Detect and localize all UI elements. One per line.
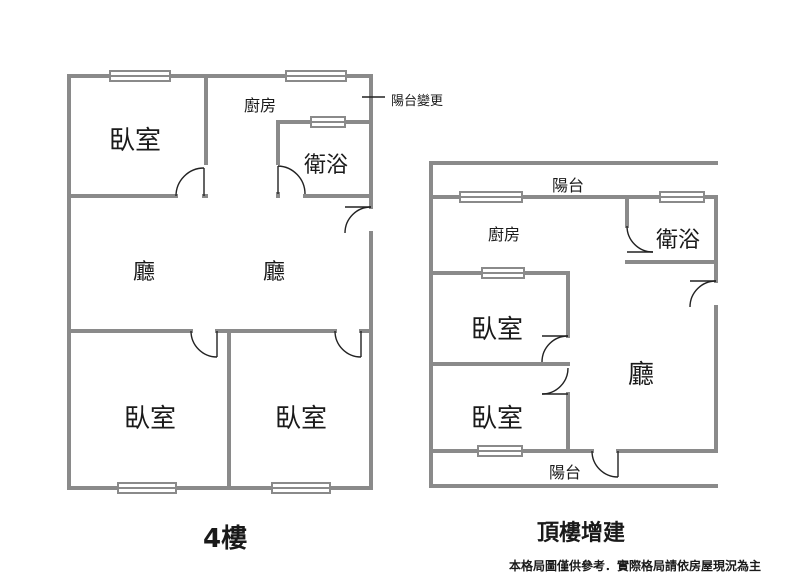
floor4-kitchen-label: 廚房 [244,96,277,115]
rooftop-balcony-bottom-label: 陽台 [549,463,582,482]
rooftop-windows [459,191,705,457]
rooftop-living-label: 廳 [628,360,655,390]
floor4-windows [109,70,347,494]
floor4-title: 4樓 [203,524,248,554]
floor4-living-left-label: 廳 [133,260,156,285]
disclaimer-note: 本格局圖僅供參考．實際格局請依房屋現況為主 [509,559,762,573]
rooftop-bathroom-label: 衛浴 [656,228,701,253]
rooftop-balcony-top-label: 陽台 [552,176,585,195]
rooftop-kitchen-label: 廚房 [488,225,521,244]
rooftop-bedroom-lower-label: 臥室 [471,404,524,434]
floor4-bedroom-bottom-right-label: 臥室 [275,404,328,434]
rooftop-title: 頂樓增建 [537,521,626,546]
rooftop-bedroom-upper-label: 臥室 [471,315,524,345]
floor4-living-right-label: 廳 [263,260,286,285]
floor4-bedroom-bottom-left-label: 臥室 [124,404,177,434]
rooftop-doors [541,225,717,478]
floor4-doors [175,165,372,358]
floor4-bathroom-label: 衛浴 [304,153,349,178]
floor4-bedroom-top-left-label: 臥室 [109,126,162,156]
balcony-change-annotation: 陽台變更 [391,94,444,109]
